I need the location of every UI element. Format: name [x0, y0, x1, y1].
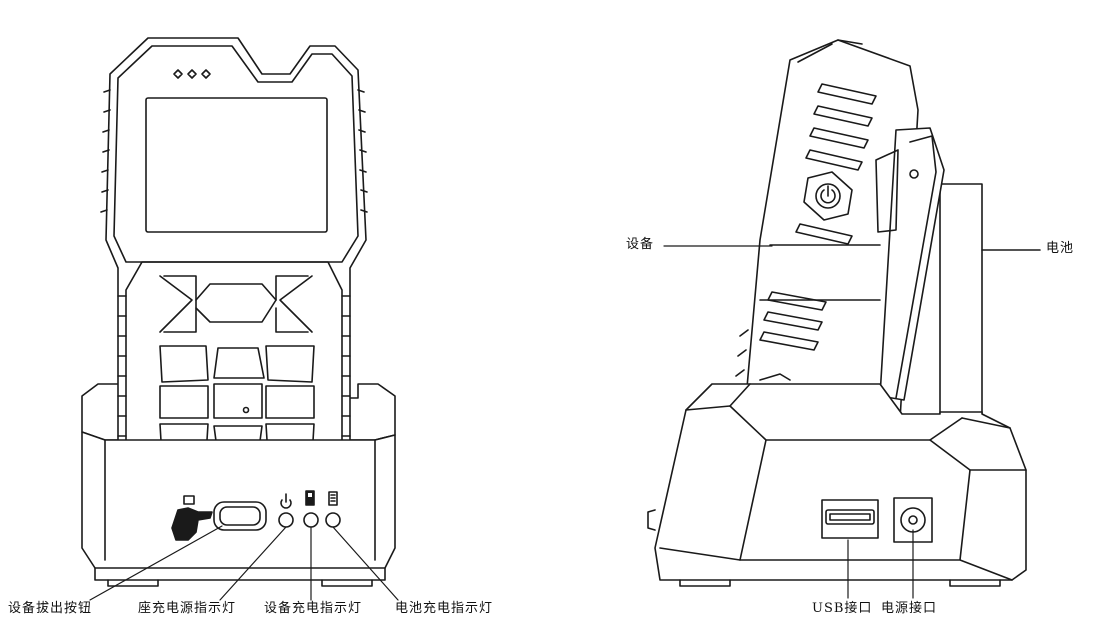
nav-key: [195, 283, 277, 323]
eject-button: [213, 501, 267, 531]
label-battery-charge-indicator: 电池充电指示灯: [395, 601, 494, 616]
side-dock: [647, 383, 1027, 587]
side-battery: [939, 183, 1041, 421]
side-leader-lines: [663, 245, 914, 599]
battery-icon: [328, 491, 338, 506]
side-vents: [759, 83, 877, 351]
label-usb-port: USB接口: [812, 601, 873, 616]
front-dock: [81, 431, 396, 587]
side-power-button: [803, 171, 853, 221]
front-device: [100, 37, 368, 473]
label-eject-button: 设备拔出按钮: [8, 601, 93, 616]
label-power-port: 电源接口: [881, 601, 938, 616]
label-dock-power-indicator: 座充电源指示灯: [138, 601, 237, 616]
label-device: 设备: [626, 237, 655, 252]
label-battery: 电池: [1046, 241, 1075, 256]
hand-icon: [171, 495, 213, 541]
device-charge-icon: [305, 490, 315, 506]
front-leader-lines: [89, 525, 399, 601]
side-view: [647, 39, 1041, 599]
device-screen: [145, 97, 328, 233]
power-icon: [280, 493, 292, 509]
side-device: [733, 39, 945, 421]
usb-port: [821, 499, 879, 539]
label-device-charge-indicator: 设备充电指示灯: [264, 601, 363, 616]
front-view: [81, 37, 399, 601]
